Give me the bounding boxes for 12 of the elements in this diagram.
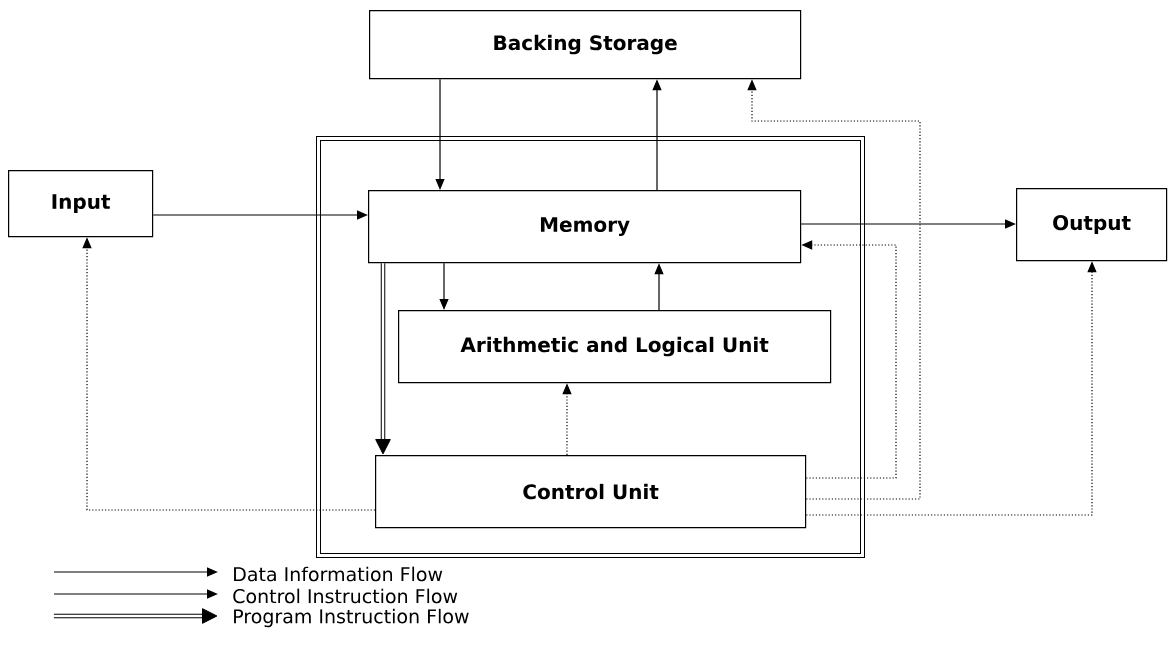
- frame-box: [316, 136, 865, 558]
- double-arrow: [375, 263, 391, 455]
- unit-box: Memory: [368, 190, 802, 264]
- legend-text: Program Instruction Flow: [234, 608, 469, 628]
- unit-box: Control Unit: [375, 455, 807, 529]
- unit-box: Input: [8, 170, 154, 238]
- unit-box: Backing Storage: [369, 10, 802, 80]
- unit-box: Output: [1016, 188, 1168, 262]
- arrow: [152, 210, 368, 220]
- legend-text: Control Instruction Flow: [233, 588, 458, 604]
- legend-text: Data Information Flow: [234, 566, 443, 582]
- unit-box: Arithmetic and Logical Unit: [398, 310, 832, 384]
